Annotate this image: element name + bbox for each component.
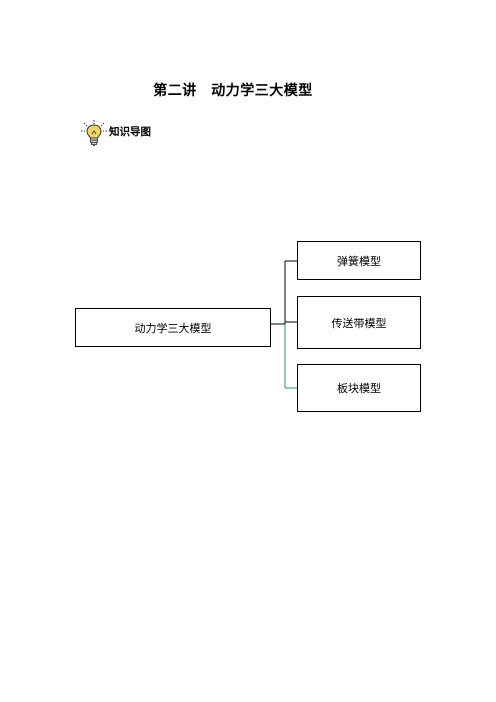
section-label: 知识导图 (109, 125, 151, 138)
child-node-conveyor: 传送带模型 (297, 296, 421, 349)
page-title: 第二讲 动力学三大模型 (153, 83, 313, 99)
lightbulb-icon (81, 120, 107, 147)
section-heading: 知识导图 (80, 119, 151, 149)
root-node: 动力学三大模型 (75, 308, 271, 347)
child-node-board-block: 板块模型 (297, 364, 421, 412)
child-node-spring: 弹簧模型 (297, 241, 421, 280)
